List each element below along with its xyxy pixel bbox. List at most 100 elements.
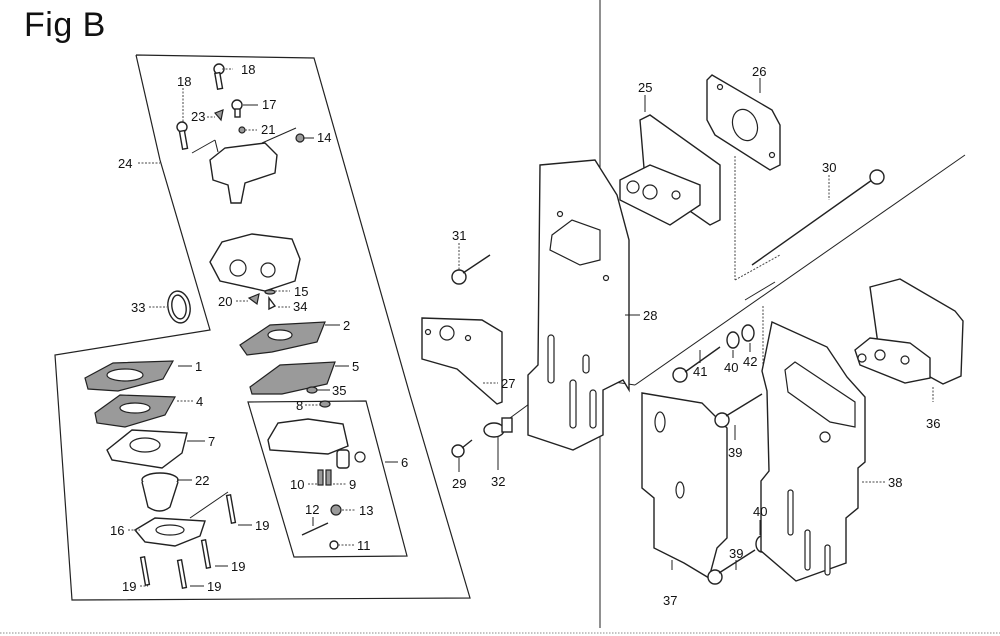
part-5-diaphragm xyxy=(249,361,336,395)
part-22-element xyxy=(141,472,179,512)
part-1-gasket xyxy=(84,360,175,392)
callout-19-a: 19 xyxy=(255,518,269,533)
callout-35: 35 xyxy=(332,383,346,398)
callout-39-lower: 39 xyxy=(729,546,743,561)
part-9-needle xyxy=(325,469,332,486)
part-6-carburetor-lower xyxy=(267,418,366,469)
callout-2: 2 xyxy=(343,318,350,333)
callout-14: 14 xyxy=(317,130,331,145)
part-38-bracket xyxy=(760,320,866,582)
callout-13: 13 xyxy=(359,503,373,518)
part-8-screw xyxy=(319,400,331,408)
callout-32: 32 xyxy=(491,474,505,489)
part-36-muffler xyxy=(854,278,964,385)
part-28-bracket xyxy=(527,159,630,451)
callout-38: 38 xyxy=(888,475,902,490)
callout-42: 42 xyxy=(743,354,757,369)
part-13-lever xyxy=(330,504,342,516)
callout-24: 24 xyxy=(118,156,132,171)
part-18-bolt-top xyxy=(213,63,225,91)
part-21-ring xyxy=(238,126,246,134)
perspective-line-short xyxy=(744,281,776,301)
callout-20: 20 xyxy=(218,294,232,309)
figure-title: Fig B xyxy=(24,6,106,44)
leader-lines xyxy=(128,68,934,587)
part-14-cap xyxy=(295,133,305,143)
perspective-line-diagonal xyxy=(634,154,966,386)
callout-41: 41 xyxy=(693,364,707,379)
callout-28: 28 xyxy=(643,308,657,323)
part-11-screw xyxy=(329,540,339,550)
callout-6: 6 xyxy=(401,455,408,470)
callout-18-left: 18 xyxy=(177,74,191,89)
callout-17: 17 xyxy=(262,97,276,112)
part-7-air-cleaner-base xyxy=(106,429,188,469)
callout-5: 5 xyxy=(352,359,359,374)
callout-37: 37 xyxy=(663,593,677,608)
callout-labels: 18 18 17 23 21 14 24 15 20 34 33 2 1 5 3… xyxy=(110,62,940,608)
callout-12: 12 xyxy=(305,502,319,517)
callout-36: 36 xyxy=(926,416,940,431)
callout-25: 25 xyxy=(638,80,652,95)
callout-31: 31 xyxy=(452,228,466,243)
part-10-spring xyxy=(317,469,324,486)
part-25-flange xyxy=(619,114,721,226)
part-19-screw-c xyxy=(176,559,188,589)
callout-1: 1 xyxy=(195,359,202,374)
part-31-bolt xyxy=(451,254,491,285)
part-15-washer xyxy=(264,289,276,295)
callout-30: 30 xyxy=(822,160,836,175)
callout-23: 23 xyxy=(191,109,205,124)
callout-27: 27 xyxy=(501,376,515,391)
part-34-valve xyxy=(268,295,277,311)
part-carburetor-top xyxy=(191,127,297,204)
callout-26: 26 xyxy=(752,64,766,79)
part-26-gasket xyxy=(706,74,781,171)
part-20-fitting xyxy=(247,293,260,306)
callout-4: 4 xyxy=(196,394,203,409)
part-4-insulator xyxy=(94,394,176,428)
part-19-screw-b xyxy=(200,539,212,569)
callout-21: 21 xyxy=(261,122,275,137)
part-41-bolt xyxy=(672,346,721,383)
part-23-fitting xyxy=(213,109,224,122)
part-33-gasket-ring xyxy=(167,290,191,324)
part-40-washer-top xyxy=(726,331,740,349)
callout-7: 7 xyxy=(208,434,215,449)
part-42-washer xyxy=(741,324,755,342)
part-2-gasket xyxy=(239,321,326,356)
part-17-screw xyxy=(231,99,243,118)
part-12-pin xyxy=(301,522,329,536)
callout-39-upper: 39 xyxy=(728,445,742,460)
callout-33: 33 xyxy=(131,300,145,315)
part-19-screw-a xyxy=(225,494,237,524)
callout-18-top: 18 xyxy=(241,62,255,77)
guide-line-30b xyxy=(734,254,781,281)
part-18-bolt-left xyxy=(176,121,189,151)
part-39-bolt-lower xyxy=(707,549,756,585)
part-carburetor-body xyxy=(209,233,301,292)
callout-15: 15 xyxy=(294,284,308,299)
callout-34: 34 xyxy=(293,299,307,314)
part-35-washer xyxy=(306,386,318,394)
callout-10: 10 xyxy=(290,477,304,492)
part-30-stud xyxy=(751,169,885,266)
part-29-bolt xyxy=(451,439,473,458)
part-37-heat-shield xyxy=(641,392,728,580)
part-27-plate xyxy=(421,317,503,405)
callout-9: 9 xyxy=(349,477,356,492)
part-39-bolt-upper xyxy=(714,393,763,428)
callout-29: 29 xyxy=(452,476,466,491)
callout-40-lower: 40 xyxy=(753,504,767,519)
callout-40-top: 40 xyxy=(724,360,738,375)
part-16-cover xyxy=(133,491,229,547)
callout-19-b: 19 xyxy=(231,559,245,574)
part-19-screw-d xyxy=(139,556,151,586)
callout-19-d: 19 xyxy=(122,579,136,594)
callout-19-c: 19 xyxy=(207,579,221,594)
carburetor-assembly-frame-24 xyxy=(54,54,471,601)
callout-22: 22 xyxy=(195,473,209,488)
callout-16: 16 xyxy=(110,523,124,538)
callout-11: 11 xyxy=(357,538,371,553)
